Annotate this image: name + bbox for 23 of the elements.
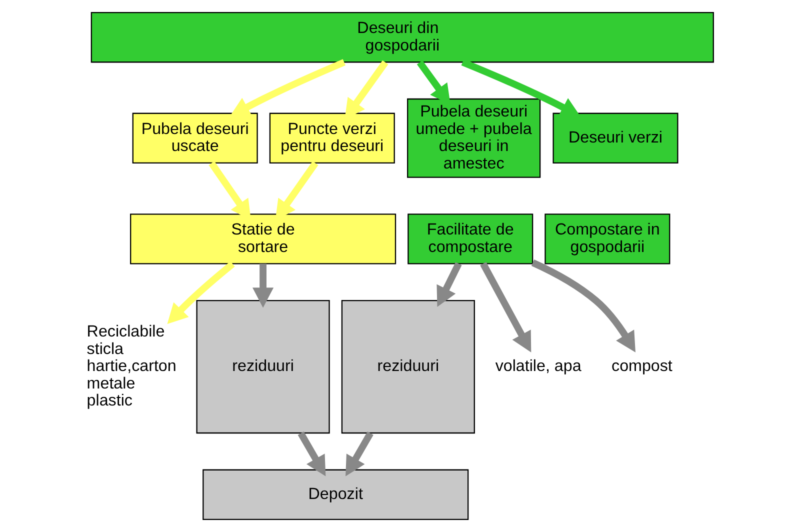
arrow xyxy=(480,262,532,352)
node-text: Reciclabile sticla hartie,carton metale plastic xyxy=(86,322,176,410)
node-box: Deseuri din gospodarii xyxy=(90,12,714,63)
arrow xyxy=(346,432,374,476)
node-box: Facilitate de compostare xyxy=(408,214,534,264)
arrow xyxy=(461,58,581,117)
node-box: Deseuri verzi xyxy=(552,112,678,164)
node-box: Pubela deseuri umede + pubela deseuri in amestec xyxy=(407,98,541,178)
arrow xyxy=(436,262,462,307)
arrow xyxy=(167,261,235,324)
arrow xyxy=(531,260,636,352)
arrow xyxy=(298,432,326,476)
node-text: volatile, apa xyxy=(495,357,582,376)
node-box: reziduuri xyxy=(196,300,330,434)
arrow xyxy=(252,264,274,308)
node-box: Statie de sortare xyxy=(130,214,396,264)
node-box: Compostare in gospodarii xyxy=(544,214,670,264)
node-box: Puncte verzi pentru deseuri xyxy=(269,112,395,164)
node-text: compost xyxy=(612,357,672,376)
node-box: reziduuri xyxy=(341,300,475,434)
arrow xyxy=(230,59,346,117)
node-box: Depozit xyxy=(202,469,469,520)
node-box: Pubela deseuri uscate xyxy=(132,112,258,164)
